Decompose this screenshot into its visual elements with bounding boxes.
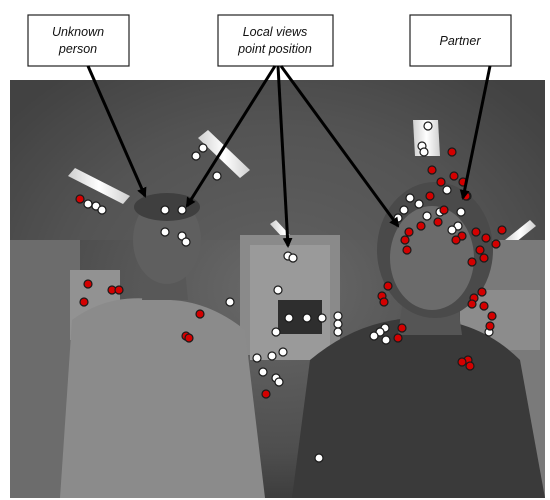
red-point-marker [487, 311, 497, 321]
white-point-marker [317, 313, 327, 323]
red-point-marker [479, 253, 489, 263]
white-point-marker [414, 199, 424, 209]
white-point-marker [442, 185, 452, 195]
white-point-marker [419, 147, 429, 157]
white-point-marker [369, 331, 379, 341]
white-point-marker [278, 347, 288, 357]
ceiling-lamp [505, 220, 536, 246]
white-point-marker [381, 335, 391, 345]
ceiling-lamp [198, 130, 250, 178]
red-point-marker [79, 297, 89, 307]
unknown-person-body [60, 298, 265, 498]
red-point-marker [383, 281, 393, 291]
red-point-marker [491, 239, 501, 249]
white-point-marker [423, 121, 433, 131]
label-unknown-person: Unknown person [27, 14, 130, 67]
arrow-local-view-3 [279, 65, 400, 228]
label-box [409, 14, 512, 67]
white-point-marker [177, 205, 187, 215]
white-point-marker [271, 327, 281, 337]
red-point-marker [402, 245, 412, 255]
red-point-marker [393, 333, 403, 343]
label-line: point position [237, 42, 312, 56]
red-point-marker [83, 279, 93, 289]
white-point-marker [447, 225, 457, 235]
red-point-marker [195, 309, 205, 319]
label-box [217, 14, 334, 67]
label-local-views: Local views point position [217, 14, 334, 67]
white-point-marker [333, 319, 343, 329]
red-point-marker [75, 194, 85, 204]
white-point-marker [422, 211, 432, 221]
red-point-marker [449, 171, 459, 181]
red-point-marker [467, 257, 477, 267]
white-point-marker [258, 367, 268, 377]
white-point-marker [198, 143, 208, 153]
red-point-marker [433, 217, 443, 227]
white-point-marker [160, 205, 170, 215]
white-point-marker [456, 207, 466, 217]
arrow-local-view-1 [185, 65, 277, 208]
white-point-marker [83, 199, 93, 209]
red-point-marker [457, 357, 467, 367]
white-point-marker [273, 285, 283, 295]
label-partner: Partner [409, 14, 512, 67]
white-point-marker [252, 353, 262, 363]
red-point-marker [261, 389, 271, 399]
white-point-marker [274, 377, 284, 387]
white-points-layer [83, 121, 494, 463]
red-point-marker [379, 297, 389, 307]
red-point-marker [416, 221, 426, 231]
white-point-marker [333, 327, 343, 337]
arrow-local-view-2 [276, 65, 293, 248]
white-point-marker [160, 227, 170, 237]
white-point-marker [181, 237, 191, 247]
label-line: Unknown [52, 25, 104, 39]
red-point-marker [400, 235, 410, 245]
partner-face [390, 206, 474, 310]
red-point-marker [485, 321, 495, 331]
white-point-marker [302, 313, 312, 323]
red-point-marker [404, 227, 414, 237]
red-point-marker [479, 301, 489, 311]
white-point-marker [225, 297, 235, 307]
ceiling-lamp [68, 168, 130, 204]
white-point-marker [97, 205, 107, 215]
red-point-marker [184, 333, 194, 343]
arrows [86, 65, 492, 248]
arrow-unknown-person [86, 65, 147, 198]
red-point-marker [497, 225, 507, 235]
white-point-marker [314, 453, 324, 463]
red-point-marker [447, 147, 457, 157]
white-point-marker [333, 311, 343, 321]
red-points-layer [75, 147, 507, 399]
white-point-marker [288, 253, 298, 263]
partner-body [292, 318, 545, 498]
red-point-marker [425, 191, 435, 201]
red-point-marker [465, 361, 475, 371]
red-point-marker [471, 227, 481, 237]
white-point-marker [191, 151, 201, 161]
label-line: Local views [243, 25, 308, 39]
red-point-marker [475, 245, 485, 255]
red-point-marker [467, 299, 477, 309]
white-point-marker [405, 193, 415, 203]
white-point-marker [267, 351, 277, 361]
arrow-partner [459, 65, 492, 200]
red-point-marker [397, 323, 407, 333]
label-box [27, 14, 130, 67]
red-point-marker [114, 285, 124, 295]
red-point-marker [451, 235, 461, 245]
label-line: Partner [440, 34, 482, 48]
red-point-marker [477, 287, 487, 297]
white-point-marker [212, 171, 222, 181]
white-point-marker [284, 313, 294, 323]
label-line: person [58, 42, 97, 56]
red-point-marker [439, 205, 449, 215]
red-point-marker [481, 233, 491, 243]
white-point-marker [399, 205, 409, 215]
red-point-marker [436, 177, 446, 187]
red-point-marker [427, 165, 437, 175]
